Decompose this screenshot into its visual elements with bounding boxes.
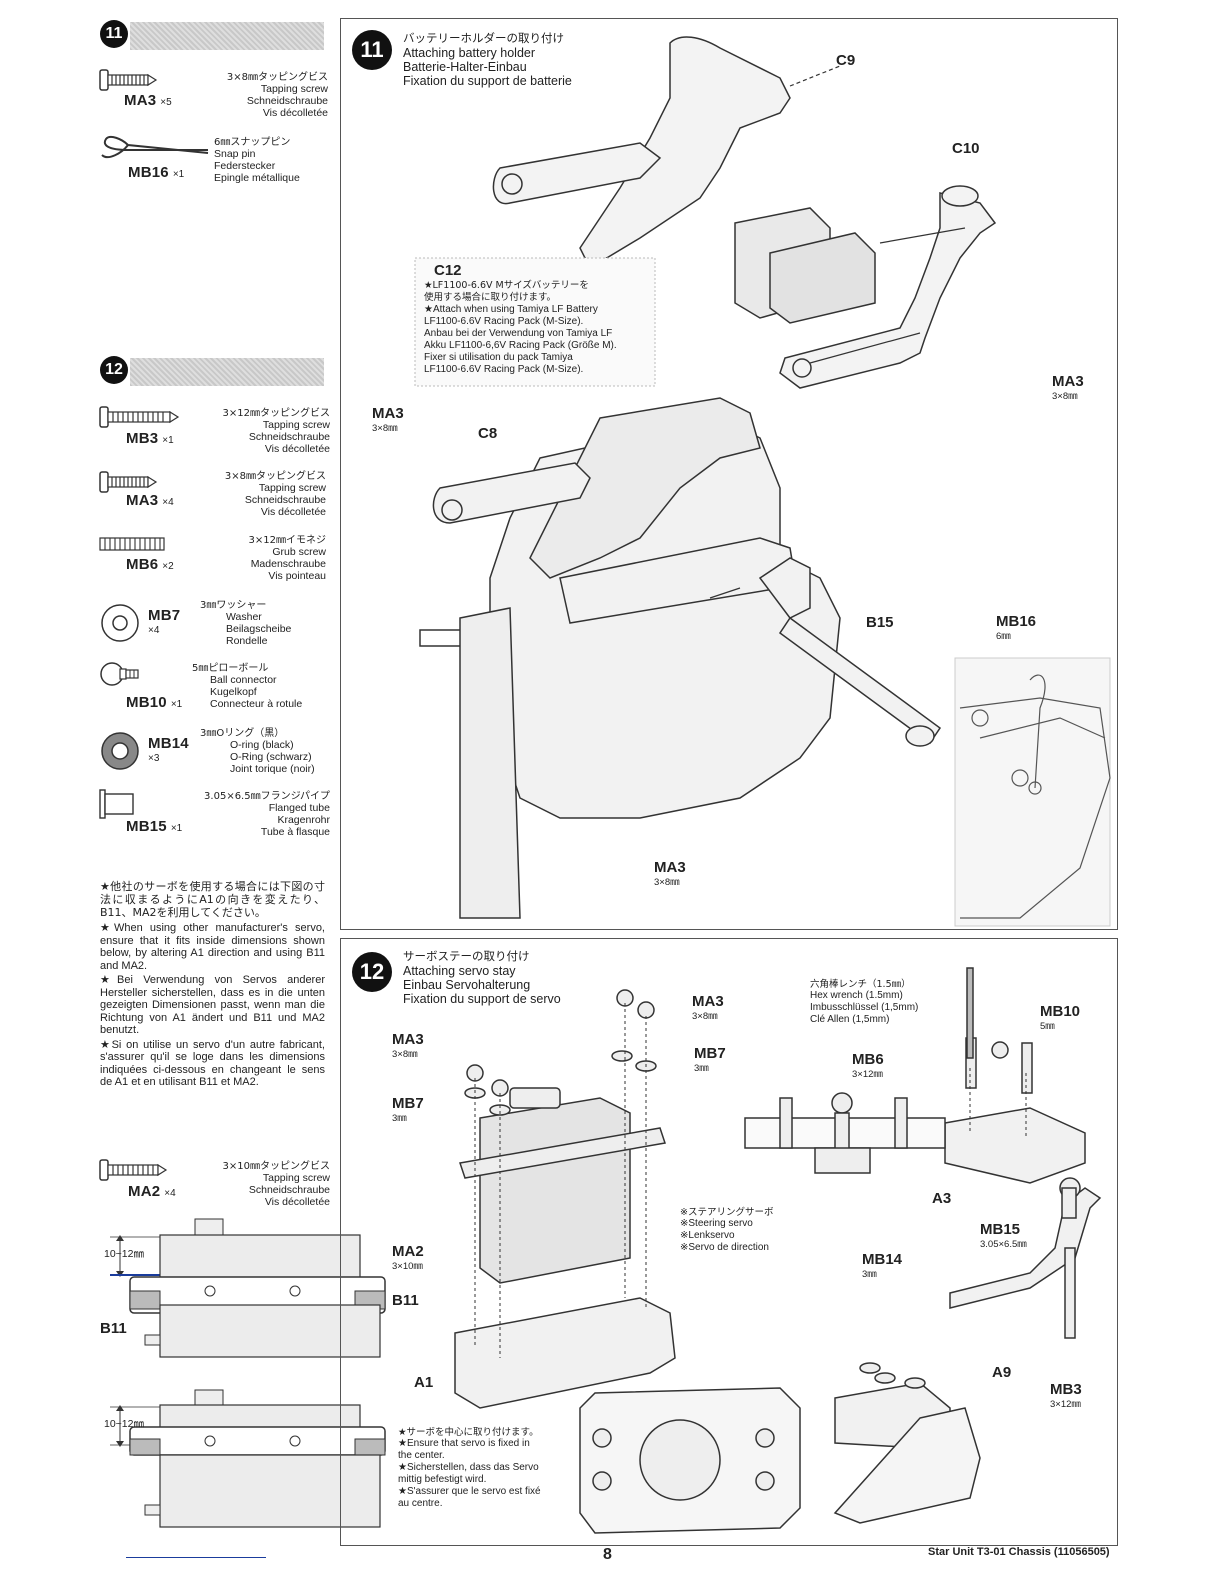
step11-badge: 11 — [352, 30, 392, 70]
part-mb15-code: MB15×1 — [126, 818, 183, 835]
footer-rule — [126, 1557, 266, 1558]
screw-icon — [99, 1159, 168, 1181]
part-mb16-desc: 6㎜スナップピン Snap pin Federstecker Epingle m… — [214, 137, 300, 184]
snap-pin-icon — [101, 135, 209, 159]
washer-icon — [101, 604, 139, 642]
servo-dimension-diagram — [110, 1218, 386, 1528]
grub-screw-icon — [99, 537, 165, 551]
step11-header-bar — [130, 22, 324, 50]
part-mb7-code: MB7×4 — [148, 607, 181, 636]
step12-badge: 12 — [100, 356, 128, 384]
label-c9: C9 — [836, 52, 856, 69]
part-mb6-code: MB6×2 — [126, 556, 174, 573]
steering-servo-label: ※ステアリングサーボ ※Steering servo ※Lenkservo ※S… — [680, 1207, 774, 1253]
part-ma3-code: MA3×4 — [126, 492, 174, 509]
label-a1: A1 — [414, 1374, 434, 1391]
servo-fit-note: ★他社のサーボを使用する場合には下図の寸法に収まるようにA1の向きを変えたり、B… — [100, 880, 325, 1088]
servo-stay-assembly-drawing — [454, 967, 1102, 1534]
part-ma2-code: MA2×4 — [128, 1183, 176, 1200]
dim-label: 10~12㎜ — [104, 1418, 144, 1430]
step12-badge: 12 — [352, 952, 392, 992]
step12-title: サーボステーの取り付け Attaching servo stay Einbau … — [403, 949, 561, 1006]
page-number: 8 — [603, 1546, 612, 1563]
part-mb3-desc: 3×12㎜タッピングビス Tapping screw Schneidschrau… — [222, 408, 330, 455]
part-mb10-code: MB10×1 — [126, 694, 183, 711]
part-mb15-desc: 3.05×6.5㎜フランジパイプ Flanged tube Kragenrohr… — [204, 791, 330, 838]
part-ma3-desc: 3×8㎜タッピングビス Tapping screw Schneidschraub… — [226, 72, 328, 119]
label-a9: A9 — [992, 1364, 1012, 1381]
part-mb10-desc: 5㎜ピローボール Ball connector Kugelkopf Connec… — [192, 663, 303, 710]
center-servo-note: ★サーボを中心に取り付けます。 ★Ensure that servo is fi… — [398, 1427, 541, 1509]
part-mb7-desc: 3㎜ワッシャー Washer Beilagscheibe Rondelle — [200, 600, 292, 647]
label-b11: B11 — [392, 1292, 419, 1309]
flanged-tube-icon — [99, 789, 134, 819]
c12-note: ★LF1100-6.6V Mサイズバッテリーを 使用する場合に取り付けます。 ★… — [424, 280, 617, 375]
label-b15: B15 — [866, 614, 894, 631]
screw-icon — [99, 471, 158, 493]
part-mb6-desc: 3×12㎜イモネジ Grub screw Madenschraube Vis p… — [248, 535, 326, 582]
part-ma3-desc: 3×8㎜タッピングビス Tapping screw Schneidschraub… — [224, 471, 326, 518]
part-mb16-code: MB16×1 — [128, 164, 185, 181]
label-b11: B11 — [100, 1320, 127, 1337]
part-ma3-code: MA3×5 — [124, 92, 172, 109]
label-c10: C10 — [952, 140, 980, 157]
label-a3: A3 — [932, 1190, 952, 1207]
dim-label: 10~12㎜ — [104, 1248, 144, 1260]
o-ring-icon — [101, 732, 139, 770]
label-c8: C8 — [478, 425, 498, 442]
step11-title: バッテリーホルダーの取り付け Attaching battery holder … — [403, 31, 572, 88]
battery-holder-assembly-drawing — [414, 36, 1111, 927]
label-c12: C12 — [434, 262, 462, 279]
screw-icon — [99, 69, 158, 91]
part-mb14-desc: 3㎜Oリング（黒） O-ring (black) O-Ring (schwarz… — [200, 728, 315, 775]
part-ma2-desc: 3×10㎜タッピングビス Tapping screw Schneidschrau… — [222, 1161, 330, 1208]
step12-header-bar — [130, 358, 324, 386]
document-title: Star Unit T3-01 Chassis (11056505) — [928, 1546, 1110, 1558]
step11-frame — [340, 18, 1118, 930]
step11-badge: 11 — [100, 20, 128, 48]
step12-frame — [340, 938, 1118, 1546]
hex-wrench-note: 六角棒レンチ（1.5㎜） Hex wrench (1.5mm) Imbussch… — [810, 979, 919, 1025]
part-mb3-code: MB3×1 — [126, 430, 174, 447]
ball-connector-icon — [100, 662, 139, 686]
part-mb14-code: MB14×3 — [148, 735, 189, 764]
screw-icon — [99, 406, 180, 428]
